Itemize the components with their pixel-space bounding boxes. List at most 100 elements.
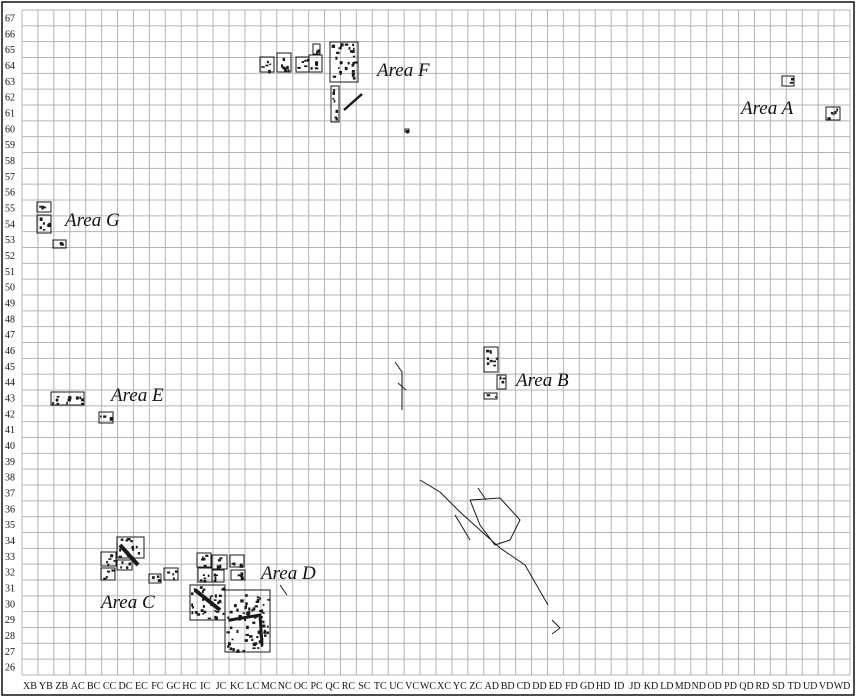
trench-area-d-detail [238, 574, 241, 576]
excavation-area-c-detail [132, 549, 134, 551]
column-label: RC [342, 681, 356, 692]
trench-area-e-detail [81, 403, 84, 405]
column-label: DC [119, 681, 133, 692]
row-label: 52 [5, 251, 15, 262]
excavation-area-d-detail [217, 602, 219, 605]
excavation-area-d-detail [267, 599, 270, 601]
excavation-area-d-detail [257, 599, 260, 602]
column-label: YC [453, 681, 467, 692]
wall-outline [478, 488, 486, 500]
trench-area-d-detail [204, 565, 207, 567]
excavation-area-c-detail [121, 539, 124, 541]
trench-area-f-detail [267, 61, 269, 63]
excavation-area-d-detail [228, 642, 231, 645]
excavation-area-f-detail [340, 43, 343, 46]
column-label: KD [644, 681, 658, 692]
trench-area-c-detail [173, 577, 175, 580]
area-label-d: Area D [259, 563, 316, 584]
excavation-area-d-detail [252, 647, 255, 649]
trench-area-f-detail [269, 64, 271, 66]
excavation-area-d-detail [262, 625, 265, 628]
trench-area-e-detail [66, 402, 68, 405]
excavation-area-f-detail [353, 77, 356, 80]
trench-area-c-detail [157, 575, 159, 578]
column-label: ID [614, 681, 625, 692]
excavation-area-f-detail [336, 52, 339, 54]
column-label: UD [803, 681, 817, 692]
trench-area-b-detail [495, 396, 498, 398]
trench-area-f-detail [304, 65, 307, 67]
trench-area-f-detail [332, 98, 334, 100]
excavation-area-d-detail [264, 630, 266, 633]
trench-area-a-detail [791, 78, 794, 81]
column-label: OC [294, 681, 308, 692]
column-label: TC [374, 681, 387, 692]
excavation-area-d-detail [249, 635, 252, 638]
excavation-area-d-detail [191, 611, 193, 614]
trench-area-f-detail [318, 49, 320, 52]
trench-area-b-detail [490, 360, 493, 362]
trench-area-c-detail [167, 572, 170, 574]
trench-area-c-detail [152, 576, 155, 579]
trench-area-f-detail [297, 67, 300, 69]
trench-area-f-detail [335, 118, 337, 121]
column-label: GD [580, 681, 594, 692]
column-label: WC [420, 681, 436, 692]
trench-area-d-detail [218, 559, 221, 561]
excavation-area-d-detail [257, 596, 260, 598]
trench-area-a-detail [827, 117, 830, 119]
row-label: 50 [5, 283, 15, 294]
excavation-area-d-detail [230, 627, 233, 630]
trench-area-d-detail [215, 577, 217, 580]
excavation-area-f-detail [354, 61, 357, 63]
excavation-area-d-detail [261, 610, 263, 613]
row-label: 54 [5, 219, 15, 230]
row-label: 26 [5, 663, 15, 674]
column-label: JD [629, 681, 640, 692]
column-label: YB [39, 681, 53, 692]
excavation-area-d-detail [243, 612, 245, 614]
excavation-area-f-detail [353, 48, 355, 50]
excavation-area-d-detail [230, 647, 232, 650]
excavation-area-f-detail [332, 45, 335, 48]
column-label: OD [707, 681, 721, 692]
trench-area-d-detail [204, 578, 206, 580]
column-label: HC [182, 681, 196, 692]
excavation-area-c-detail [119, 549, 121, 552]
trench-area-e-detail [81, 398, 84, 401]
column-label: ED [549, 681, 562, 692]
row-label: 29 [5, 615, 15, 626]
trench-area-d-detail [214, 580, 217, 582]
excavation-area-d-detail [219, 595, 222, 597]
column-label: MD [675, 681, 691, 692]
trench-area-g-detail [60, 242, 63, 244]
trench-area-c-detail [126, 566, 128, 569]
excavation-area-f-detail [353, 56, 355, 58]
excavation-area-d-detail [245, 594, 248, 597]
column-label: MC [261, 681, 277, 692]
excavation-area-c-detail [138, 552, 140, 555]
trench-area-d-detail [205, 555, 208, 557]
trench-area-e-detail [52, 402, 54, 405]
trench-area-c-detail [110, 554, 113, 557]
excavation-area-d-detail [244, 606, 246, 609]
trench-area-f-detail [333, 89, 335, 92]
row-label: 61 [5, 108, 15, 119]
excavation-area-c-detail [127, 538, 130, 540]
row-label: 41 [5, 425, 15, 436]
column-label: AD [485, 681, 499, 692]
trench-area-f-detail [288, 69, 290, 72]
trench-area-d-detail [203, 580, 206, 583]
excavation-area-d-detail [251, 639, 253, 641]
excavation-area-f-detail [350, 50, 353, 53]
excavation-area-d-detail [214, 610, 216, 612]
excavation-area-d-detail [252, 622, 255, 624]
trench-area-g-detail [40, 226, 42, 229]
row-label: 64 [5, 61, 15, 72]
row-label: 51 [5, 267, 15, 278]
excavation-area-d-detail [232, 648, 234, 651]
trench-area-e-detail [103, 415, 106, 417]
trench-area-d-detail [202, 557, 204, 560]
trench-area-c-detail [107, 564, 109, 567]
